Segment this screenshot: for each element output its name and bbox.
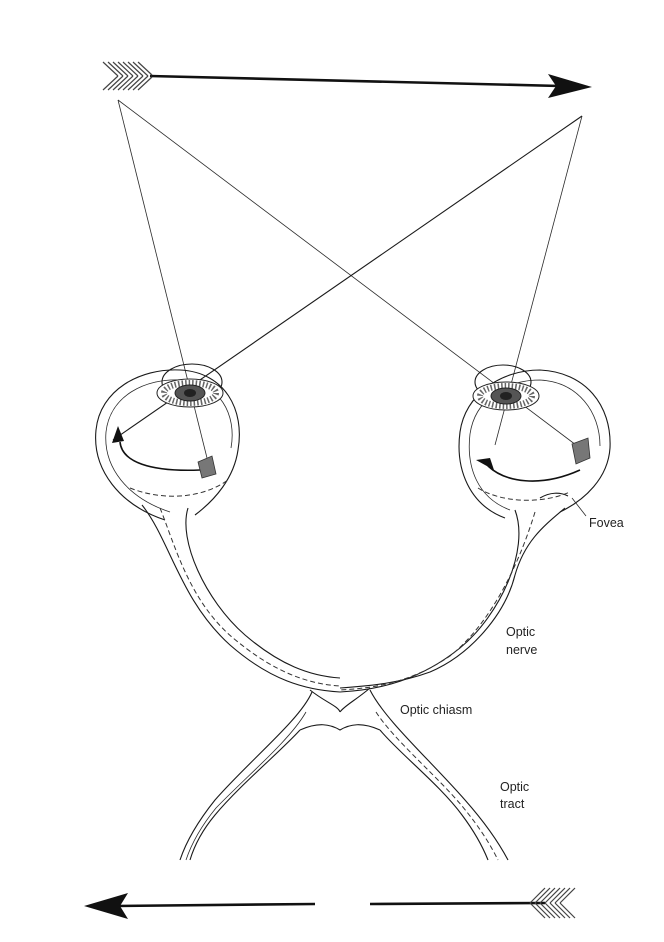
bottom-arrowhead-icon	[84, 893, 128, 919]
top-arrowhead-icon	[548, 74, 592, 98]
optic-chiasm-label: Optic chiasm	[400, 703, 472, 717]
right-eyeball	[458, 364, 611, 519]
top-arrow-fletching-icon	[102, 61, 153, 91]
fovea-label: Fovea	[589, 516, 624, 530]
fovea-pit	[539, 492, 569, 499]
right-retina-arrowhead-icon	[476, 458, 494, 470]
bottom-image-arrow	[84, 887, 576, 919]
optic-tract-label-line2: tract	[500, 797, 525, 811]
left-retina-fletching-icon	[197, 455, 217, 479]
left-optic-nerve	[141, 504, 341, 693]
optic-tract-label-line1: Optic	[500, 780, 529, 794]
left-retina-arrowhead-icon	[112, 426, 124, 443]
bottom-arrow-fletching-icon	[529, 887, 576, 919]
optic-chiasm	[299, 687, 381, 731]
right-optic-tract	[369, 689, 509, 861]
optic-nerve-label-line1: Optic	[506, 625, 535, 639]
right-optic-nerve	[339, 507, 566, 693]
top-object-arrow	[102, 61, 592, 98]
left-eyeball	[95, 363, 240, 521]
left-lens-icon	[156, 378, 224, 408]
left-optic-tract	[179, 691, 313, 861]
optic-nerve-label-line2: nerve	[506, 643, 537, 657]
fovea-leader-line	[571, 497, 587, 517]
right-retina-fletching-icon	[571, 437, 591, 465]
right-lens-icon	[472, 381, 540, 411]
